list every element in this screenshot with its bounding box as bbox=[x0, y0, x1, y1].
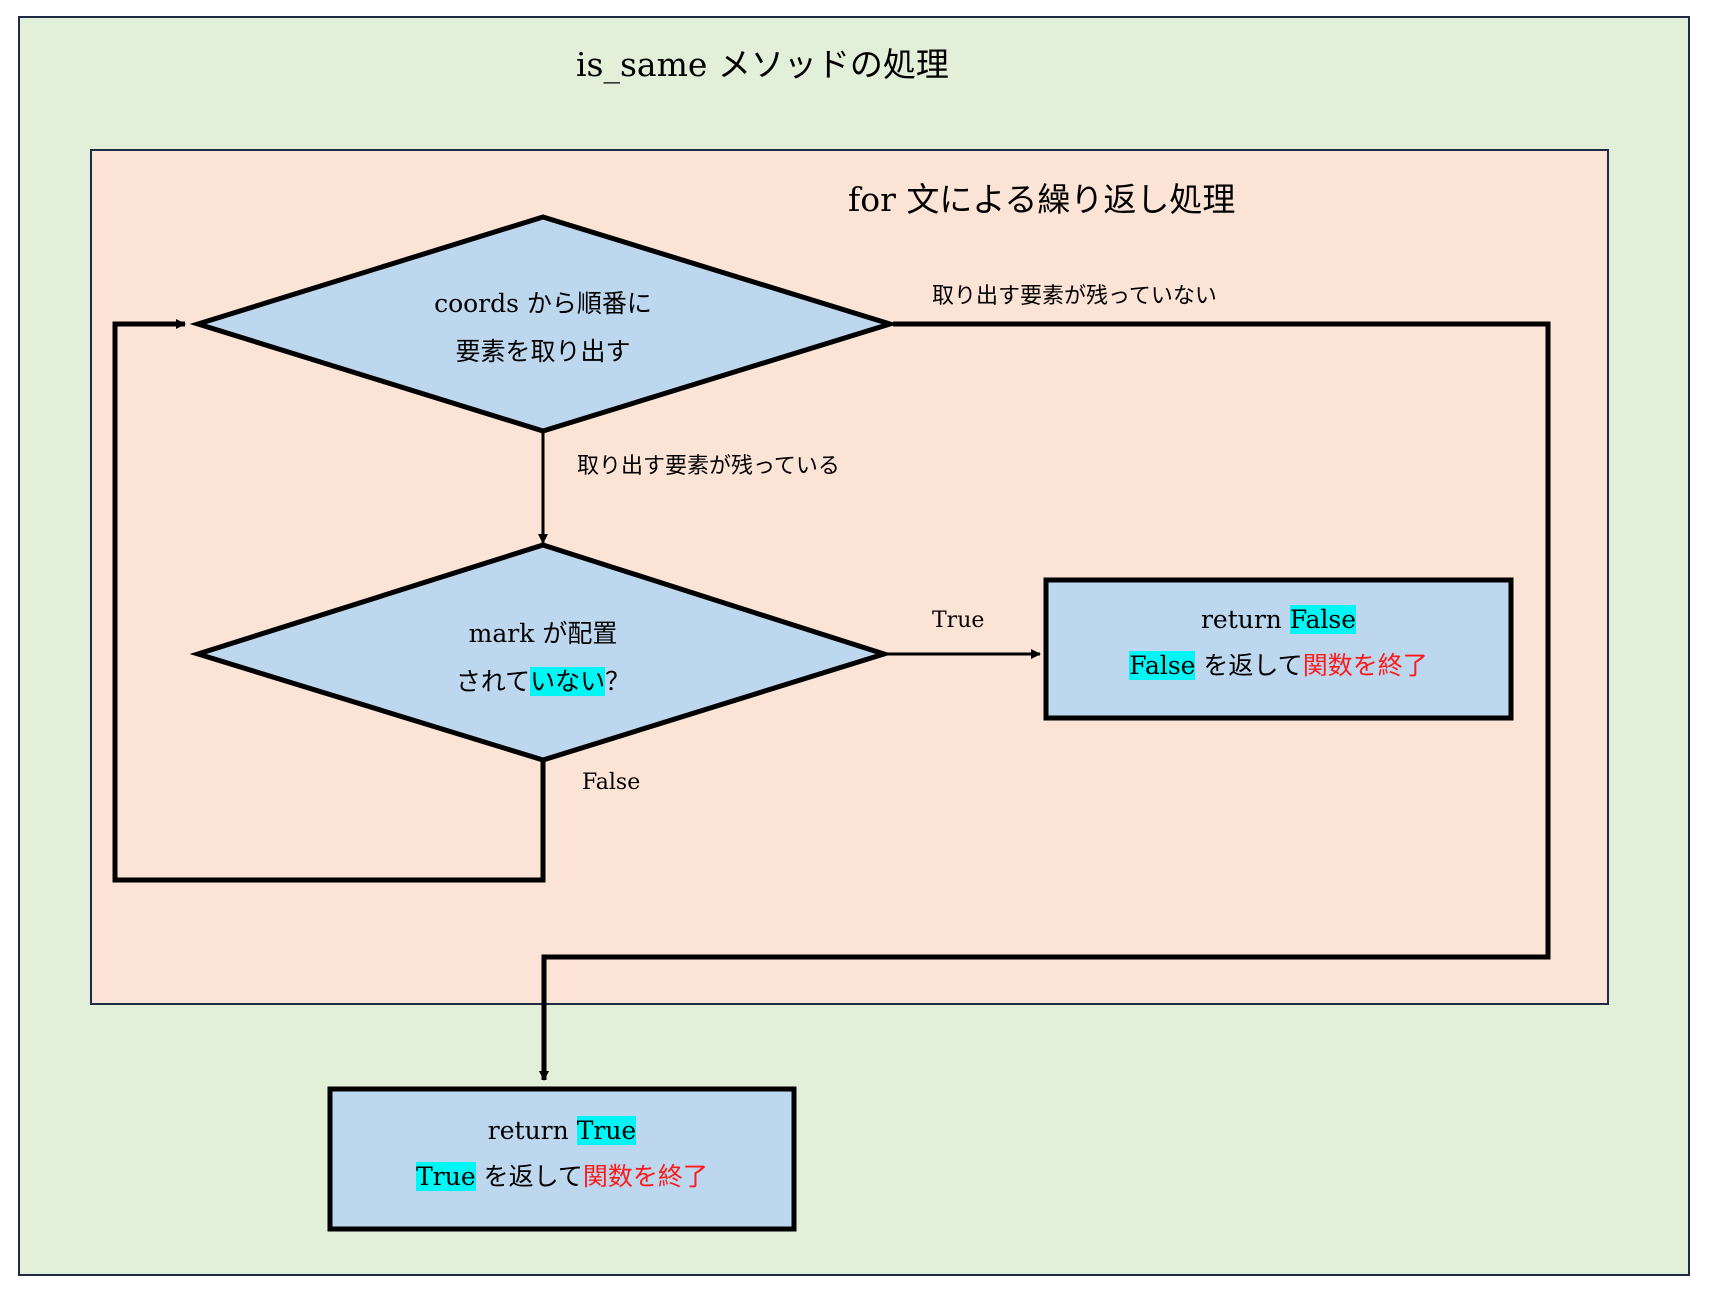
return-false-value-2: False bbox=[1129, 651, 1196, 680]
return-true-mid: を返して bbox=[475, 1162, 583, 1191]
edge-label-false: False bbox=[582, 770, 641, 795]
loop-title: for 文による繰り返し処理 bbox=[848, 180, 1236, 219]
edge-label-true: True bbox=[932, 608, 985, 633]
edge-label-no-more-elements: 取り出す要素が残っていない bbox=[932, 284, 1217, 309]
return-false-keyword: return bbox=[1200, 605, 1290, 634]
return-true-value-2: True bbox=[416, 1162, 476, 1191]
return-true-keyword: return bbox=[487, 1116, 577, 1145]
return-true-box bbox=[327, 1086, 797, 1232]
edge-no-more-elements bbox=[539, 321, 1551, 1081]
return-true-value: True bbox=[576, 1116, 637, 1145]
edge-false-loop-back bbox=[112, 319, 546, 883]
return-false-end: 関数を終了 bbox=[1302, 651, 1428, 680]
return-false-mid: を返して bbox=[1195, 651, 1303, 680]
check-line2: されていない？ bbox=[343, 662, 743, 698]
diagram-title: is_same メソッドの処理 bbox=[576, 45, 949, 84]
return-false-text: return False False を返して関数を終了 bbox=[1046, 605, 1511, 682]
return-false-value: False bbox=[1289, 605, 1357, 634]
return-true-text: return True True を返して関数を終了 bbox=[330, 1116, 794, 1193]
return-false-line2: False を返して関数を終了 bbox=[1046, 646, 1511, 682]
check-line2-pre: されて bbox=[455, 667, 531, 696]
return-true-line2: True を返して関数を終了 bbox=[330, 1157, 794, 1193]
return-true-end: 関数を終了 bbox=[582, 1162, 708, 1191]
return-false-line1: return False bbox=[1046, 605, 1511, 634]
iterate-line2: 要素を取り出す bbox=[455, 337, 631, 366]
check-line2-post: ？ bbox=[605, 667, 631, 696]
edge-label-elements-remain: 取り出す要素が残っている bbox=[577, 454, 840, 479]
check-line1: mark が配置 bbox=[468, 619, 618, 648]
check-node-text: mark が配置 されていない？ bbox=[343, 614, 743, 698]
check-decision-node bbox=[189, 542, 893, 763]
iterate-line1: coords から順番に bbox=[434, 289, 652, 318]
iterate-node-text: coords から順番に 要素を取り出す bbox=[343, 284, 743, 368]
loop-frame bbox=[90, 149, 1609, 1005]
iterate-decision-node bbox=[189, 214, 899, 434]
check-line2-highlight: いない bbox=[530, 667, 606, 696]
return-true-line1: return True bbox=[330, 1116, 794, 1145]
return-false-box bbox=[1043, 577, 1514, 721]
